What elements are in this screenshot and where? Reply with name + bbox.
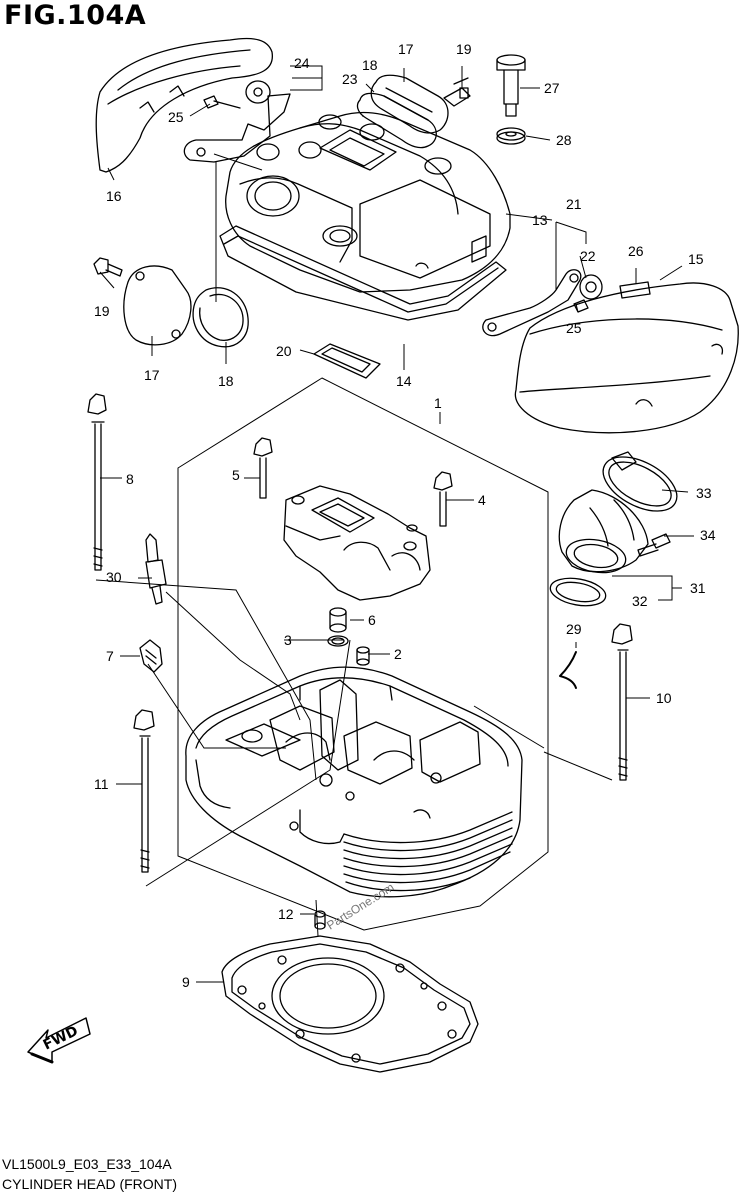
part-6-dowel [329,607,347,633]
figure-title: FIG.104A [4,0,147,31]
part-11-stud [133,709,155,873]
part-1-outline [177,377,549,931]
callout-29: 29 [566,621,582,637]
part-29-clip [559,651,577,689]
callout-17-side: 17 [144,367,160,383]
callout-6: 6 [368,612,376,628]
callout-27: 27 [544,80,560,96]
part-3-oring [327,635,349,647]
callout-4: 4 [478,492,486,508]
part-2-dowel [356,646,370,666]
part-21-bracket [482,269,603,337]
callout-18-side: 18 [218,373,234,389]
part-15-side-cover [514,282,739,434]
callout-1: 1 [434,395,442,411]
callout-7: 7 [106,648,114,664]
part-33-clamp [602,451,678,512]
figure-code: VL1500L9_E03_E33_104A [2,1156,172,1172]
callout-labels: 24 25 16 23 18 17 19 27 28 13 21 22 25 2… [94,41,716,990]
callout-34: 34 [700,527,716,543]
callout-3: 3 [284,632,292,648]
part-13-head-cover [225,111,511,293]
callout-22: 22 [580,248,596,264]
callout-31: 31 [690,580,706,596]
callout-26: 26 [628,243,644,259]
part-27-bolt [496,54,526,117]
camshaft-holder [283,485,431,601]
part-20-gasket [313,343,381,379]
callout-16: 16 [106,188,122,204]
part-28-washer [496,127,526,145]
callout-2: 2 [394,646,402,662]
callout-19-top: 19 [456,41,472,57]
part-31-intake-pipe [558,489,649,574]
part-14-gasket [219,225,507,321]
callout-5: 5 [232,467,240,483]
callout-17-top: 17 [398,41,414,57]
part-9-head-gasket [221,935,479,1073]
part-32-oring [549,577,607,607]
part-7-plug [139,639,163,673]
figure-description: CYLINDER HEAD (FRONT) [2,1176,178,1192]
callout-14: 14 [396,373,412,389]
callout-19-left: 19 [94,303,110,319]
callout-20: 20 [276,343,292,359]
part-17-cap-side [123,265,192,346]
callout-18-top: 18 [362,57,378,73]
part-18-oring [192,287,249,348]
callout-12: 12 [278,906,294,922]
part-30-spark-plug [145,533,167,605]
part-12-dowel [314,910,326,930]
callout-25-top: 25 [168,109,184,125]
leader-lines [95,65,694,983]
part-24-bracket [183,80,291,163]
callout-33: 33 [696,485,712,501]
part-26-pad [619,281,651,299]
part-5-bolt [253,437,273,499]
watermark-text: PartsOne.com [324,880,396,933]
callout-32: 32 [632,593,648,609]
callout-8: 8 [126,471,134,487]
callout-25-right: 25 [566,320,582,336]
callout-10: 10 [656,690,672,706]
callout-13: 13 [532,212,548,228]
part-4-bolt [433,471,453,527]
part-10-stud [611,623,633,781]
part-8-stud [87,393,107,571]
fwd-arrow [27,1017,91,1064]
callout-23: 23 [342,71,358,87]
callout-24: 24 [294,55,310,71]
callout-15: 15 [688,251,704,267]
callout-9: 9 [182,974,190,990]
part-34-screw [637,533,671,557]
callout-28: 28 [556,132,572,148]
callout-30: 30 [106,569,122,585]
fwd-label: FWD [41,1023,81,1053]
callout-21: 21 [566,196,582,212]
cylinder-head [185,666,523,898]
callout-11: 11 [94,776,109,792]
part-19-bolt-left [93,257,123,277]
part-16-cover [95,37,273,173]
